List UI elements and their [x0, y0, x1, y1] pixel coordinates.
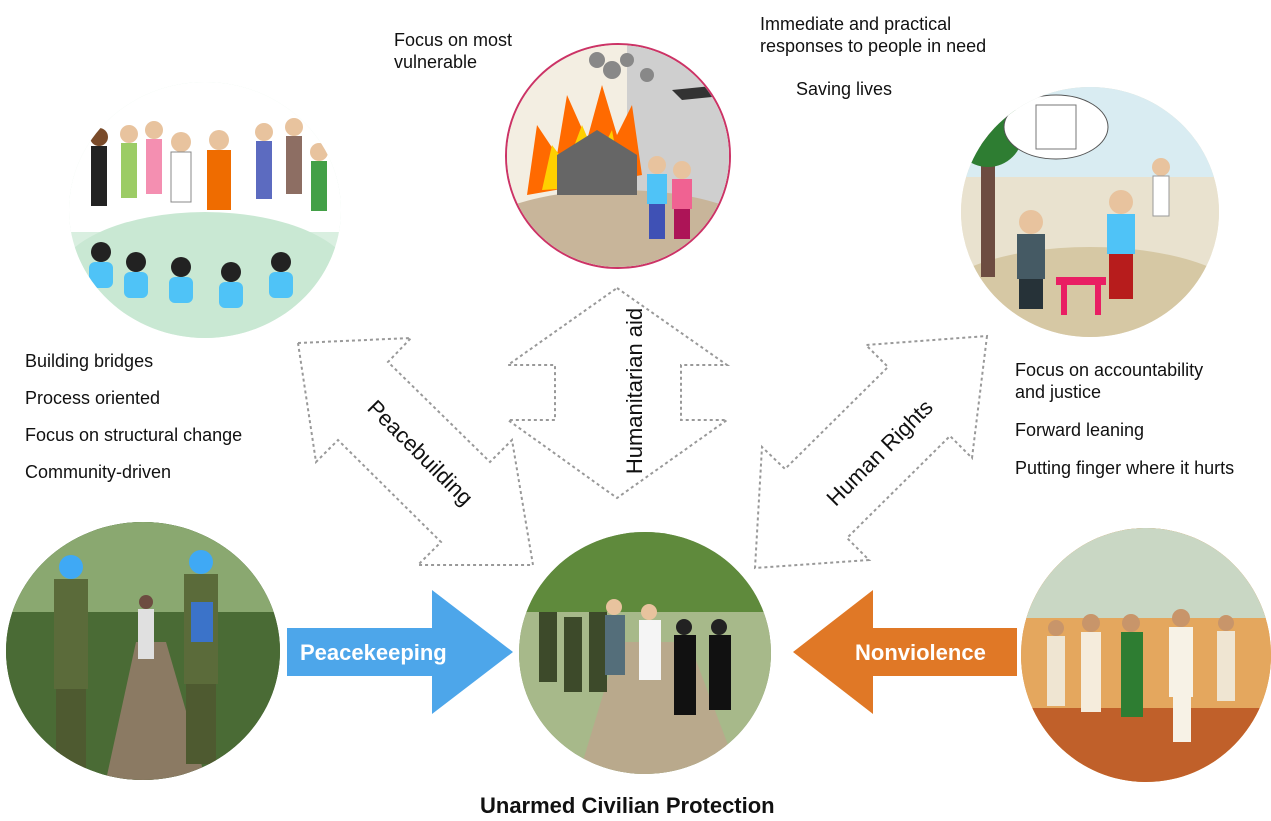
peacebuilding-point: Process oriented [25, 388, 161, 408]
nonviolence-painting [1021, 528, 1271, 782]
humanitarian-label: Humanitarian aid [622, 307, 647, 475]
nonviolence-label: Nonviolence [855, 640, 986, 665]
peacekeeping-label: Peacekeeping [300, 640, 447, 665]
human-rights-arrow [753, 334, 989, 570]
peacebuilding-point: Focus on structural change [25, 425, 243, 445]
peacekeeping-photo [6, 522, 280, 780]
humanitarian-illustration [505, 43, 731, 269]
ucp-photo [519, 532, 771, 774]
human-rights-points: Focus on accountability and justice Forw… [1015, 359, 1235, 479]
human-rights-point: Focus on accountability and justice [1015, 360, 1204, 402]
humanitarian-focus-text: Focus on most vulnerable [394, 30, 513, 72]
humanitarian-saving-lives-text: Saving lives [796, 79, 893, 99]
peacebuilding-arrow [296, 336, 535, 566]
peacekeeping-arrow [287, 590, 513, 714]
caption: Unarmed Civilian Protection [480, 793, 775, 818]
humanitarian-responses-text: Immediate and practical responses to peo… [760, 14, 987, 56]
human-rights-point: Forward leaning [1015, 420, 1145, 440]
peacebuilding-points: Building bridges Process oriented Focus … [25, 350, 285, 483]
peacebuilding-point: Building bridges [25, 351, 154, 371]
nonviolence-arrow [793, 590, 1017, 714]
peacebuilding-illustration [69, 82, 341, 338]
human-rights-illustration [961, 87, 1219, 337]
human-rights-point: Putting finger where it hurts [1015, 458, 1235, 478]
humanitarian-arrow [504, 286, 731, 500]
peacebuilding-point: Community-driven [25, 462, 172, 482]
